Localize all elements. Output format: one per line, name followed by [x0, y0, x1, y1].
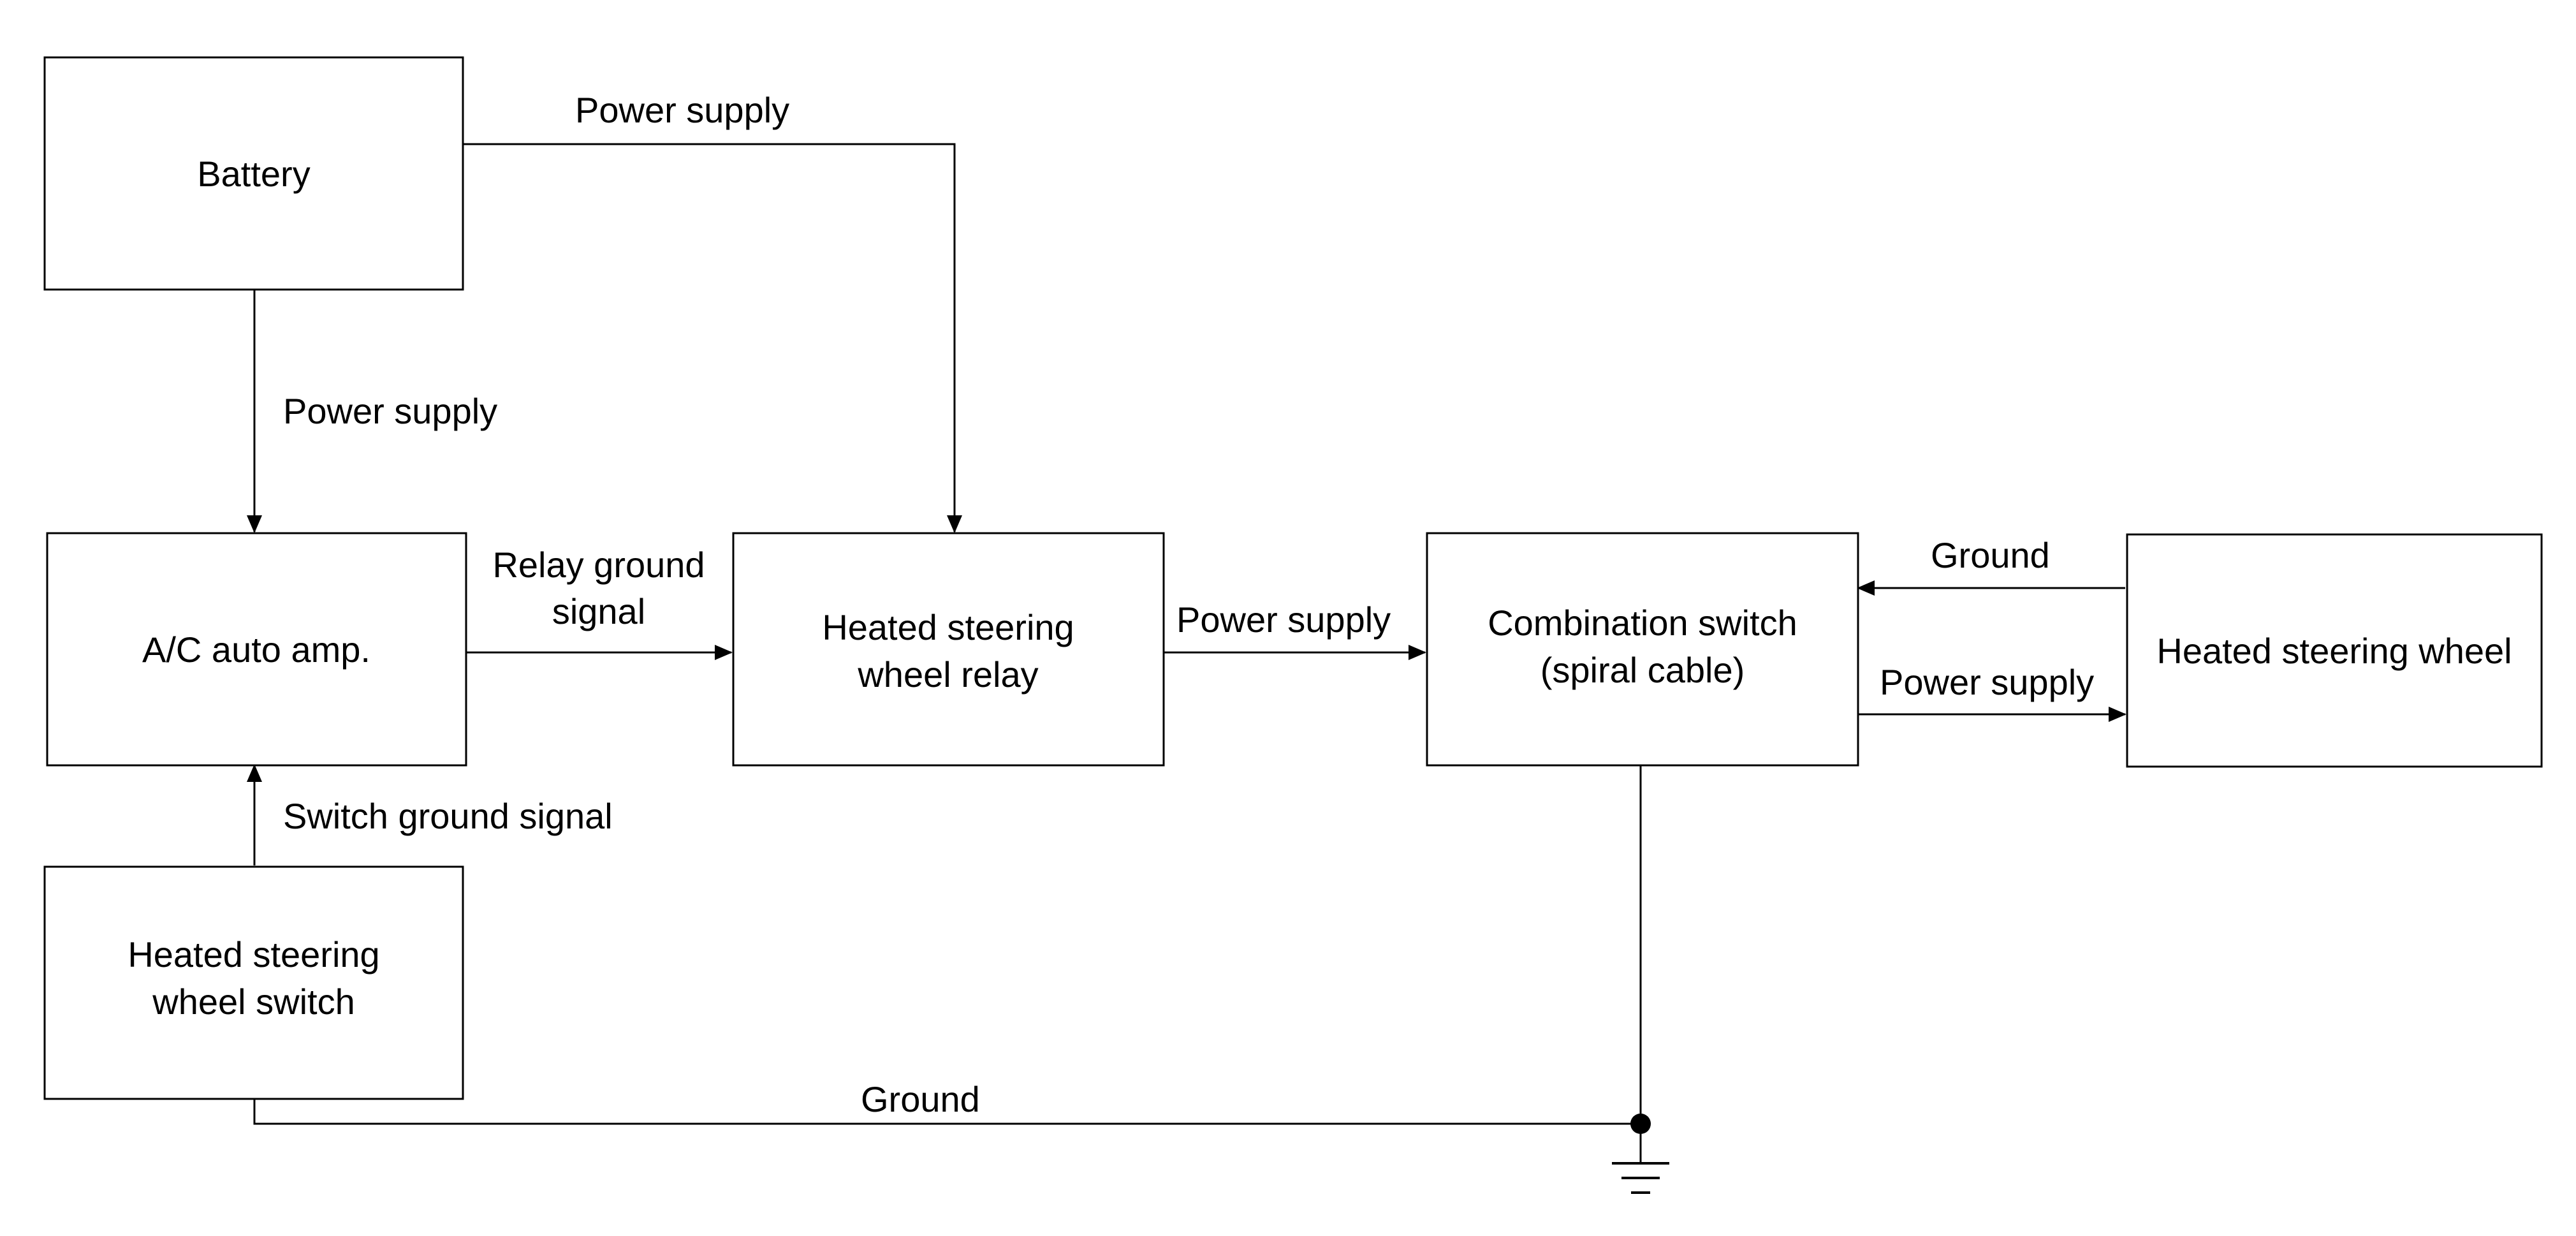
svg-text:Heated steering wheel: Heated steering wheel — [2156, 631, 2512, 671]
node-hsw-switch-label-line2: wheel switch — [152, 982, 355, 1022]
node-combination-switch: Combination switch (spiral cable) — [1426, 532, 1859, 767]
ground-icon — [1612, 1162, 1669, 1194]
svg-text:Heated steering: Heated steering — [128, 934, 379, 975]
svg-text:(spiral cable): (spiral cable) — [1540, 650, 1745, 690]
node-ac-auto-amp: A/C auto amp. — [46, 532, 467, 767]
edge-label-switch-to-amp: Switch ground signal — [283, 796, 613, 836]
edge-label-hsw-to-combo: Ground — [1931, 535, 2050, 575]
node-battery: Battery — [43, 56, 464, 291]
node-combo-switch-label-line1: Combination switch — [1488, 603, 1797, 643]
edge-label-relay-to-combo: Power supply — [1176, 600, 1391, 640]
edge-label-battery-to-amp: Power supply — [283, 391, 497, 431]
wire-battery-to-relay — [463, 143, 962, 533]
svg-text:Heated steering: Heated steering — [822, 607, 1074, 647]
wire-switch-to-ground — [253, 1099, 1641, 1125]
node-battery-label: Battery — [197, 154, 310, 194]
svg-text:wheel relay: wheel relay — [857, 654, 1038, 695]
edge-label-amp-to-relay-line2: signal — [552, 591, 645, 631]
edge-label-amp-to-relay-line1: Relay ground — [492, 545, 705, 585]
edge-label-combo-to-hsw: Power supply — [1880, 662, 2094, 702]
node-heated-steering-wheel-switch: Heated steering wheel switch — [43, 865, 464, 1100]
node-hsw-label: Heated steering wheel — [2156, 631, 2512, 671]
node-hsw-relay-label-line1: Heated steering — [822, 607, 1074, 647]
svg-text:Battery: Battery — [197, 154, 310, 194]
node-combo-switch-label-line2: (spiral cable) — [1540, 650, 1745, 690]
svg-text:wheel switch: wheel switch — [152, 982, 355, 1022]
svg-text:Combination switch: Combination switch — [1488, 603, 1797, 643]
ground-junction-dot — [1630, 1114, 1651, 1134]
svg-text:A/C auto amp.: A/C auto amp. — [142, 629, 370, 670]
node-hsw-relay-label-line2: wheel relay — [857, 654, 1038, 695]
node-heated-steering-wheel: Heated steering wheel — [2126, 533, 2543, 768]
node-ac-auto-amp-label: A/C auto amp. — [142, 629, 370, 670]
node-hsw-switch-label-line1: Heated steering — [128, 934, 379, 975]
edge-label-switch-to-ground: Ground — [861, 1079, 980, 1119]
edge-label-battery-to-relay: Power supply — [575, 90, 789, 130]
node-heated-steering-wheel-relay: Heated steering wheel relay — [732, 532, 1165, 767]
